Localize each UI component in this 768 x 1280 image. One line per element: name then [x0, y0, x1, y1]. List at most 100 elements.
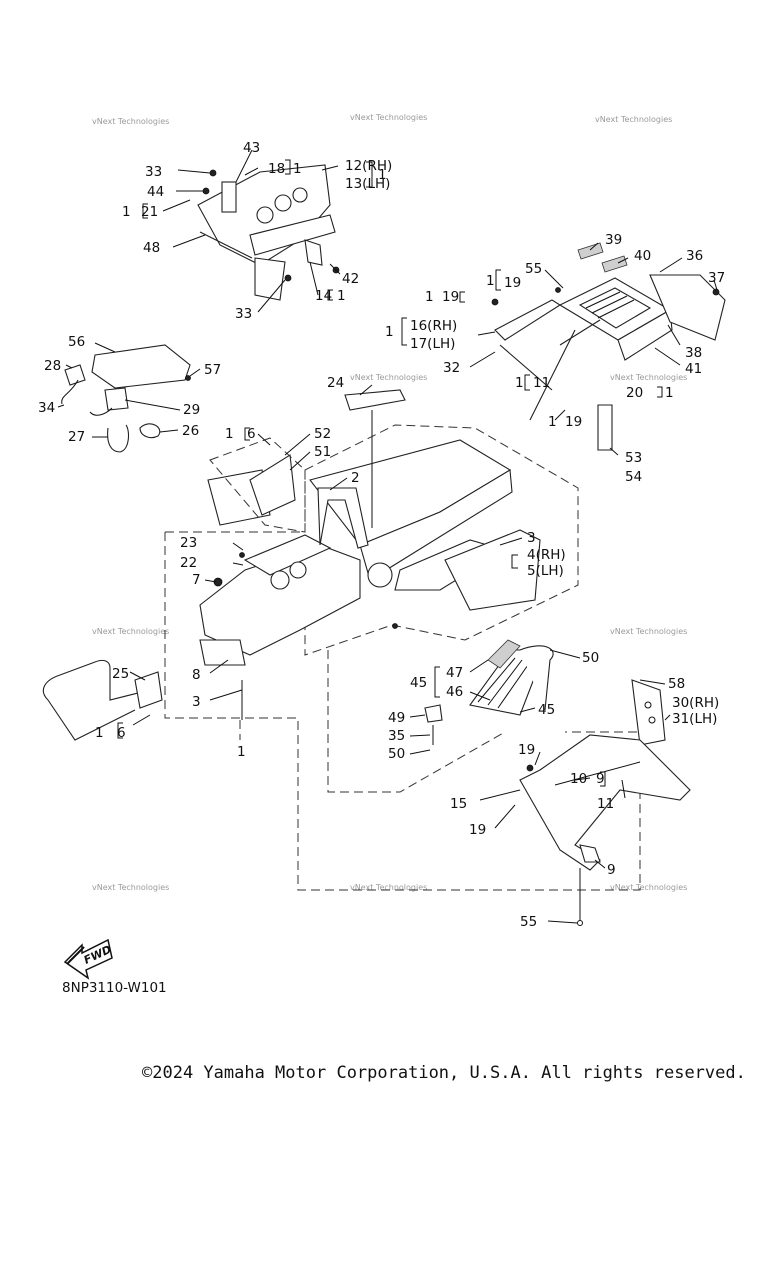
copyright-text: ©2024 Yamaha Motor Corporation, U.S.A. A… [142, 1063, 746, 1083]
watermarks: vNext Technologies vNext Technologies vN… [92, 113, 687, 892]
label: 25 [112, 666, 129, 682]
watermark: vNext Technologies [610, 627, 687, 636]
label: 1 [486, 273, 495, 289]
label: 11 [597, 796, 614, 812]
label: 37 [708, 270, 725, 286]
electrical-leaders [57, 342, 201, 438]
label: 28 [44, 358, 61, 374]
label: 22 [180, 555, 197, 571]
rear-rack-assembly [491, 242, 726, 451]
label: 53 [625, 450, 642, 466]
watermark: vNext Technologies [610, 373, 687, 382]
main-frame-leaders [204, 384, 523, 720]
label: 17(LH) [410, 336, 455, 352]
label: 15 [450, 796, 467, 812]
steering-bracket-assembly [197, 164, 340, 301]
fwd-arrow-icon: FWD [63, 938, 113, 980]
watermark: vNext Technologies [92, 883, 169, 892]
part-labels: 33 43 18 1 12(RH) 13(LH) 1 44 1 21 48 42… [38, 140, 725, 930]
label: 21 [141, 204, 158, 220]
grab-handle [42, 659, 163, 741]
label: 8 [192, 667, 201, 683]
rear-rack-leaders [401, 242, 718, 456]
label: 19 [442, 289, 459, 305]
label: 4(RH) [527, 547, 566, 563]
label: 50 [388, 746, 405, 762]
label: 48 [143, 240, 160, 256]
label: 6 [117, 725, 126, 741]
label: 43 [243, 140, 260, 156]
running-board-leaders [409, 649, 671, 924]
label: 1 [95, 725, 104, 741]
watermark: vNext Technologies [610, 883, 687, 892]
label: 35 [388, 728, 405, 744]
label: 40 [634, 248, 651, 264]
label: 44 [147, 184, 164, 200]
label: 7 [192, 572, 201, 588]
watermark: vNext Technologies [350, 883, 427, 892]
label: 55 [520, 914, 537, 930]
label: 20 [626, 385, 643, 401]
label: 55 [525, 261, 542, 277]
label: 58 [668, 676, 685, 692]
label: 32 [443, 360, 460, 376]
label: 38 [685, 345, 702, 361]
label: 31(LH) [672, 711, 717, 727]
label: 47 [446, 665, 463, 681]
label: 10 [570, 771, 587, 787]
running-board-assembly [424, 639, 691, 926]
label: 12(RH) [345, 158, 392, 174]
watermark: vNext Technologies [595, 115, 672, 124]
label: 56 [68, 334, 85, 350]
label: 26 [182, 423, 199, 439]
label: 6 [247, 426, 256, 442]
label: 57 [204, 362, 221, 378]
label: 51 [314, 444, 331, 460]
label: 13(LH) [345, 176, 390, 192]
label: 9 [596, 771, 605, 787]
label: 45 [410, 675, 427, 691]
label: 1 [385, 324, 394, 340]
label: 23 [180, 535, 197, 551]
label: 19 [518, 742, 535, 758]
watermark: vNext Technologies [92, 627, 169, 636]
label: 24 [327, 375, 344, 391]
label: 36 [686, 248, 703, 264]
label: 30(RH) [672, 695, 719, 711]
label: 49 [388, 710, 405, 726]
label: 19 [469, 822, 486, 838]
label: 1 [237, 744, 246, 760]
label: 29 [183, 402, 200, 418]
label: 39 [605, 232, 622, 248]
diagram-code: 8NP3110-W101 [62, 980, 167, 996]
label: 1 [548, 414, 557, 430]
label: 5(LH) [527, 563, 564, 579]
grab-handle-leaders [117, 671, 151, 739]
label: 3 [527, 530, 536, 546]
label: 42 [342, 271, 359, 287]
label: 33 [235, 306, 252, 322]
label: 1 [122, 204, 131, 220]
label: 46 [446, 684, 463, 700]
label: 1 [425, 289, 434, 305]
label: 34 [38, 400, 55, 416]
label: 3 [192, 694, 201, 710]
watermark: vNext Technologies [92, 117, 169, 126]
steering-bracket-leaders [142, 149, 373, 313]
watermark: vNext Technologies [350, 113, 427, 122]
label: 54 [625, 469, 642, 485]
label: 52 [314, 426, 331, 442]
label: 41 [685, 361, 702, 377]
label: 19 [565, 414, 582, 430]
watermark: vNext Technologies [350, 373, 427, 382]
label: 45 [538, 702, 555, 718]
label: 1 [378, 167, 387, 183]
label: 16(RH) [410, 318, 457, 334]
label: 1 [515, 375, 524, 391]
label: 27 [68, 429, 85, 445]
label: 2 [351, 470, 360, 486]
label: 1 [293, 161, 302, 177]
label: 1 [225, 426, 234, 442]
label: 14 [315, 288, 332, 304]
